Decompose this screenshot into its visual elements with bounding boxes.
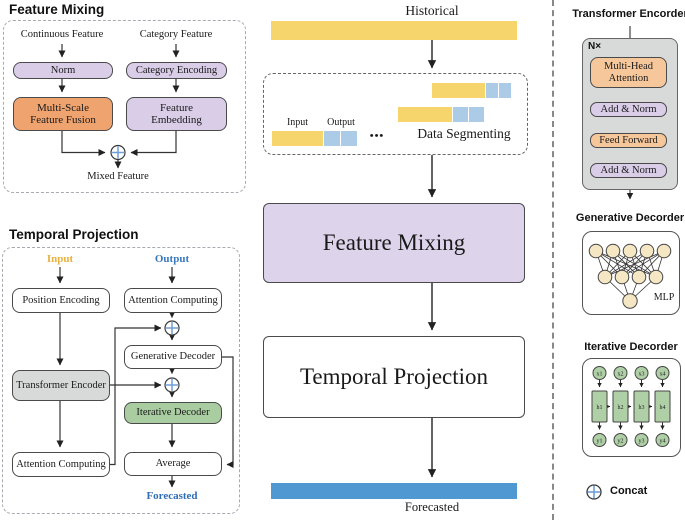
- temporal-projection-section-title: Temporal Projection: [9, 227, 139, 242]
- norm-box: Norm: [13, 62, 113, 79]
- forecasted-label: Forecasted: [146, 490, 198, 502]
- attention-computing-bottom-box: Attention Computing: [12, 452, 110, 477]
- category-encoding-box: Category Encoding: [126, 62, 227, 79]
- add-norm-box: Add & Norm: [590, 163, 667, 178]
- input-segment: [272, 131, 323, 146]
- continuous-feature-label: Continuous Feature: [20, 29, 104, 40]
- concat-icon: [110, 144, 126, 161]
- output-cell: [469, 107, 484, 122]
- category-feature-label: Category Feature: [139, 29, 213, 40]
- node-label: h4: [660, 405, 666, 411]
- data-segmenting-panel: [263, 73, 528, 155]
- node-label: y4: [660, 439, 666, 445]
- node-label: y3: [639, 439, 645, 445]
- output-cell: [324, 131, 340, 146]
- generative-decoder-title: Generative Decorder: [575, 212, 685, 224]
- temporal-projection-panel: [2, 247, 240, 514]
- n-times-label: N×: [588, 41, 602, 52]
- output-cell: [486, 83, 498, 98]
- node-label: x1: [597, 372, 603, 378]
- mlp-network: [588, 243, 672, 309]
- node-label: h3: [639, 405, 645, 411]
- node-label: x4: [660, 372, 666, 378]
- iterative-decoder-title: Iterative Decorder: [584, 341, 678, 353]
- segment-bar: [432, 83, 511, 98]
- feed-forward-box: Feed Forward: [590, 133, 667, 148]
- concat-icon: [164, 377, 180, 393]
- divider: [552, 0, 554, 520]
- input-segment: [398, 107, 452, 122]
- feature-mixing-stage-box: Feature Mixing: [263, 203, 525, 283]
- feature-mixing-panel: [3, 20, 246, 193]
- node-label: h2: [618, 405, 624, 411]
- transformer-encoder-title: Transformer Encorder: [572, 8, 685, 20]
- forecasted-bottom-label: Forecasted: [404, 500, 460, 514]
- forecasted-series-bar: [271, 483, 517, 499]
- output-cell: [341, 131, 357, 146]
- node-label: y2: [618, 439, 624, 445]
- transformer-encoder-box: Transformer Encoder: [12, 370, 110, 401]
- average-box: Average: [124, 452, 222, 476]
- output-cell: [499, 83, 511, 98]
- position-encoding-box: Position Encoding: [12, 288, 110, 313]
- concat-icon: [586, 484, 602, 500]
- mixed-feature-label: Mixed Feature: [87, 171, 149, 182]
- input-segment: [432, 83, 485, 98]
- data-segmenting-label: Data Segmenting: [417, 126, 511, 141]
- historical-label: Historical: [405, 3, 459, 18]
- feature-mixing-connectors: [58, 44, 180, 169]
- mlp-label: MLP: [653, 292, 675, 303]
- multi-head-attention-box: Multi-Head Attention: [590, 57, 667, 88]
- multi-scale-feature-fusion-box: Multi-Scale Feature Fusion: [13, 97, 113, 131]
- historical-series-bar: [271, 21, 517, 40]
- segment-bar: [272, 131, 357, 146]
- ellipsis: •••: [369, 130, 385, 142]
- feature-mixing-section-title: Feature Mixing: [9, 2, 105, 17]
- attention-computing-top-box: Attention Computing: [124, 288, 222, 313]
- generative-decoder-box: Generative Decoder: [124, 345, 222, 369]
- segment-output-label: Output: [327, 117, 355, 128]
- input-label: Input: [46, 253, 74, 265]
- output-cell: [453, 107, 468, 122]
- node-label: y1: [597, 439, 603, 445]
- temporal-projection-connectors: [56, 267, 234, 488]
- segment-bar: [398, 107, 484, 122]
- node-label: x3: [639, 372, 645, 378]
- segment-input-label: Input: [286, 117, 309, 128]
- node-label: x2: [618, 372, 624, 378]
- feature-embedding-box: Feature Embedding: [126, 97, 227, 131]
- add-norm-box: Add & Norm: [590, 102, 667, 117]
- concat-legend-label: Concat: [610, 485, 648, 497]
- concat-icon: [164, 320, 180, 336]
- iterative-decoder-network: x1 x2 x3 x4 h1 h2 h3 h4 y1 y2 y3 y4: [591, 366, 671, 447]
- node-label: h1: [597, 405, 603, 411]
- iterative-decoder-box: Iterative Decoder: [124, 402, 222, 424]
- output-label: Output: [154, 253, 190, 265]
- temporal-projection-stage-box: Temporal Projection: [263, 336, 525, 418]
